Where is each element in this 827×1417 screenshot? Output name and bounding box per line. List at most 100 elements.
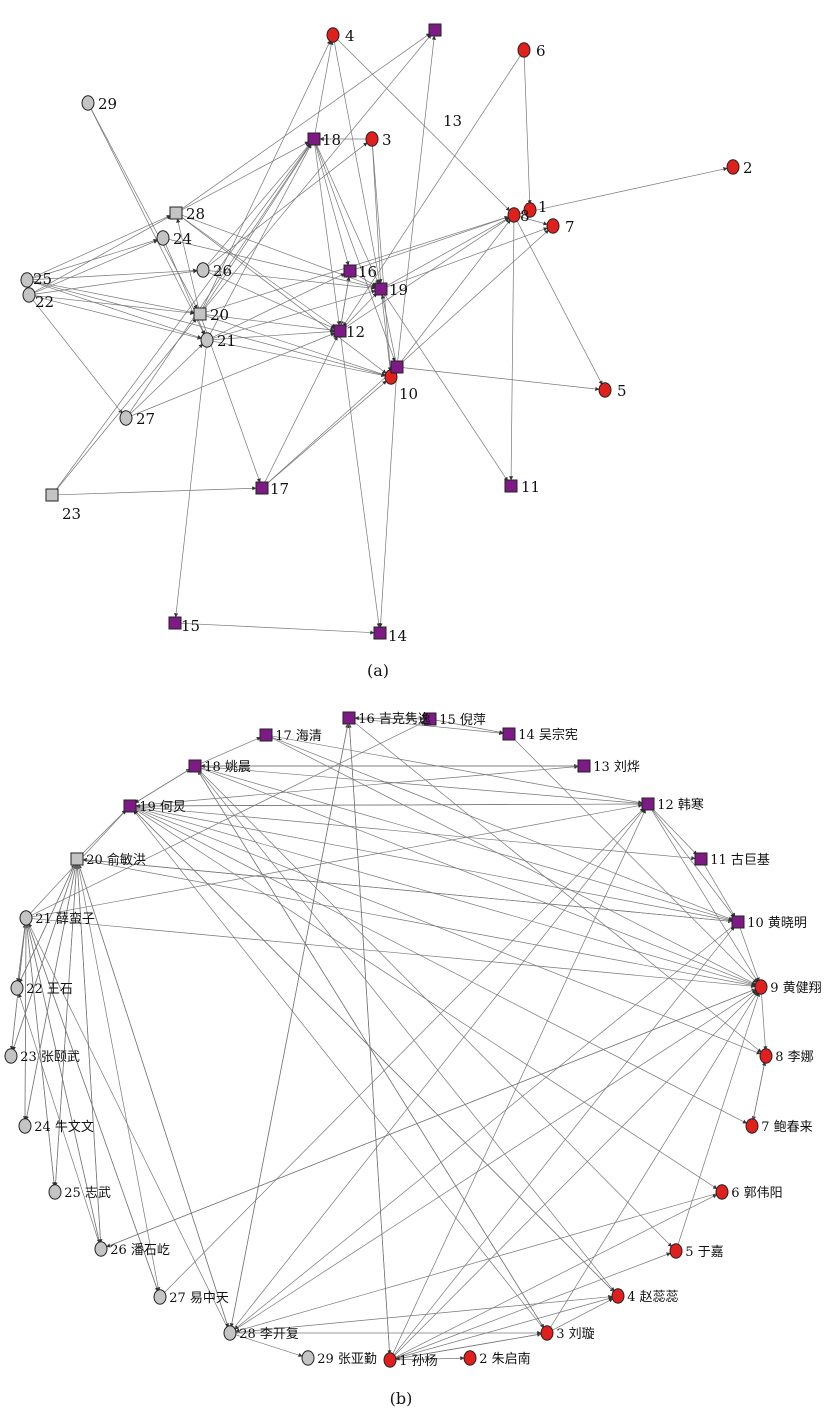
b-edge-28-4 [235, 1294, 613, 1333]
a-node-2: 2 [726, 159, 753, 177]
a-edge-3-10 [372, 144, 393, 372]
b-edge-10-20 [82, 857, 733, 922]
node-label: 15 [181, 617, 200, 635]
a-edge-10b-9 [397, 35, 436, 362]
node-label: 13 [443, 112, 462, 130]
a-node-25: 25 [20, 270, 52, 288]
a-edge-20-9 [203, 34, 432, 310]
a-edge-10b-14 [378, 372, 397, 628]
b-edge-20-27 [77, 864, 161, 1292]
b-edge-16-14 [354, 718, 504, 736]
a-node-21: 21 [200, 332, 236, 350]
a-edge-25-20 [32, 280, 195, 315]
a-edge-23-18 [55, 143, 311, 491]
node-marker-square [333, 324, 347, 338]
node-label: 4 [345, 27, 355, 45]
node-label: 6 郭伟阳 [731, 1185, 782, 1201]
b-edge-21-26 [26, 923, 101, 1244]
b-node-6: 6 郭伟阳 [715, 1184, 783, 1201]
node-marker-square [390, 360, 404, 374]
panel-a-caption: (a) [367, 661, 389, 680]
b-edge-5-9 [677, 992, 761, 1246]
node-label: 21 [217, 332, 236, 350]
a-edge-24-19 [168, 239, 376, 289]
node-marker-square [168, 616, 182, 630]
a-edge-18-19 [316, 144, 379, 284]
b-edge-19-11 [135, 806, 696, 861]
a-node-16: 16 [343, 263, 377, 281]
node-label: 10 黄晓明 [747, 916, 807, 931]
a-edge-8-5 [516, 220, 603, 386]
node-marker-circle [745, 1118, 759, 1134]
node-marker-circle [20, 272, 34, 288]
node-label: 9 黄健翔 [770, 981, 821, 996]
b-node-14: 14 吴宗宪 [502, 727, 578, 743]
node-marker-square [423, 712, 437, 726]
node-label: 4 赵蕊蕊 [627, 1290, 678, 1305]
a-edge-17-10 [266, 380, 387, 485]
node-label: 14 [388, 627, 407, 645]
b-edge-1-9 [393, 990, 758, 1356]
a-edge-22-21 [34, 296, 202, 340]
a-edge-26-18 [206, 143, 311, 266]
b-edge-12-10 [651, 808, 735, 918]
node-label: 29 张亚勤 [317, 1352, 377, 1367]
node-label: 12 [346, 323, 365, 341]
node-label: 17 [270, 480, 289, 498]
node-label: 11 古巨基 [710, 853, 770, 868]
a-edge-19-7 [386, 227, 548, 288]
b-node-29: 29 张亚勤 [301, 1350, 377, 1367]
node-marker-circle [94, 1241, 108, 1257]
b-edge-20-28 [78, 864, 229, 1328]
node-label: 22 [35, 293, 54, 311]
b-edge-17-10 [271, 736, 733, 921]
node-marker-square [307, 132, 321, 146]
b-edge-15-14 [435, 719, 504, 735]
node-label: 29 [98, 95, 117, 113]
b-edge-26-22 [17, 993, 100, 1244]
a-edge-22-27 [32, 299, 123, 414]
node-label: 19 何炅 [139, 799, 186, 815]
node-marker-square [342, 711, 356, 725]
a-edge-28-12 [180, 216, 336, 328]
b-node-24: 24 牛文文 [18, 1118, 94, 1135]
b-edge-19-7 [135, 808, 748, 1124]
node-label: 18 姚晨 [204, 760, 251, 775]
b-edge-17-12 [271, 735, 643, 805]
b-edge-9-8 [761, 992, 768, 1051]
node-marker-square [502, 727, 516, 741]
b-edge-28-21 [28, 923, 228, 1328]
a-edge-19-8 [386, 217, 510, 287]
b-node-2: 2 朱启南 [463, 1350, 531, 1367]
b-edge-14-9 [512, 738, 758, 984]
node-label: 1 孙杨 [399, 1354, 437, 1369]
b-edge-6-28 [235, 1193, 717, 1333]
a-node-8: 8 [507, 207, 530, 225]
node-marker-square [374, 282, 388, 296]
b-edge-27-12 [163, 807, 645, 1293]
a-node-10b [390, 360, 404, 374]
node-marker-circle [383, 1352, 397, 1368]
a-edge-6-1 [523, 55, 532, 205]
b-node-20: 20 俞敏洪 [70, 852, 146, 868]
node-marker-circle [153, 1289, 167, 1305]
node-marker-square [255, 481, 269, 495]
b-node-18: 18 姚晨 [188, 759, 251, 775]
a-edge-15-14 [180, 622, 375, 635]
a-edge-28-18 [181, 141, 310, 211]
a-edge-25-24 [32, 238, 158, 279]
node-marker-square [641, 797, 655, 811]
node-label: 1 [538, 198, 548, 216]
a-edge-17-10b [266, 370, 393, 485]
b-node-25: 25 志武 [48, 1184, 111, 1201]
b-node-28: 28 李开复 [223, 1325, 299, 1342]
b-node-4: 4 赵蕊蕊 [611, 1288, 679, 1305]
panel-b-caption: (b) [390, 1389, 413, 1408]
a-edge-27-21 [130, 343, 203, 415]
b-edge-18-9 [200, 767, 756, 986]
a-edge-27-18 [129, 143, 311, 414]
node-label: 17 海清 [275, 729, 322, 744]
node-label: 27 易中天 [169, 1291, 229, 1306]
node-marker-square [428, 23, 442, 37]
